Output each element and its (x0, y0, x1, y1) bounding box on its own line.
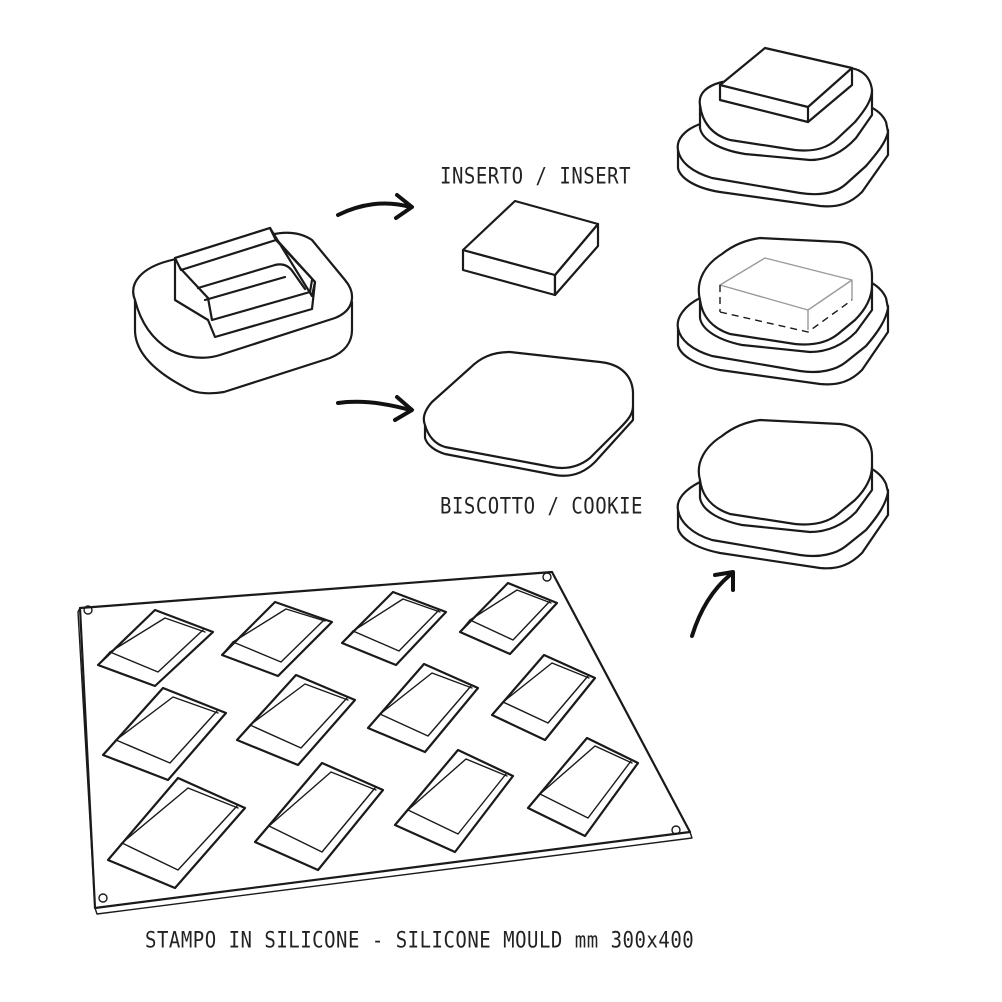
insert-label: INSERTO / INSERT (440, 164, 632, 190)
tray-cavity (106, 776, 247, 890)
tray-cavity (220, 600, 334, 678)
tray-cavity (96, 608, 215, 688)
tray-cavity (490, 653, 597, 742)
tray-cavity (253, 761, 385, 872)
tray-cavity (526, 736, 640, 838)
silicone-tray (77, 570, 693, 915)
tray-cavity (393, 748, 515, 854)
tray-cavity (235, 673, 357, 767)
cookie-piece (422, 350, 635, 477)
result-assembly-top (676, 46, 890, 208)
tray-cavity (340, 590, 448, 667)
tray-cavity (101, 686, 228, 782)
tray-cavity (458, 581, 559, 656)
tray-cavity (366, 662, 480, 754)
result-assembly-middle (676, 236, 890, 386)
mould-label: STAMPO IN SILICONE - SILICONE MOULD mm 3… (145, 928, 695, 954)
mould-piece (132, 226, 354, 395)
result-assembly-bottom (676, 418, 890, 570)
cookie-label: BISCOTTO / COOKIE (440, 494, 643, 520)
arrow-to-result (690, 570, 735, 638)
insert-piece (461, 199, 600, 297)
arrow-to-insert (336, 193, 414, 220)
arrow-to-cookie (336, 395, 414, 422)
